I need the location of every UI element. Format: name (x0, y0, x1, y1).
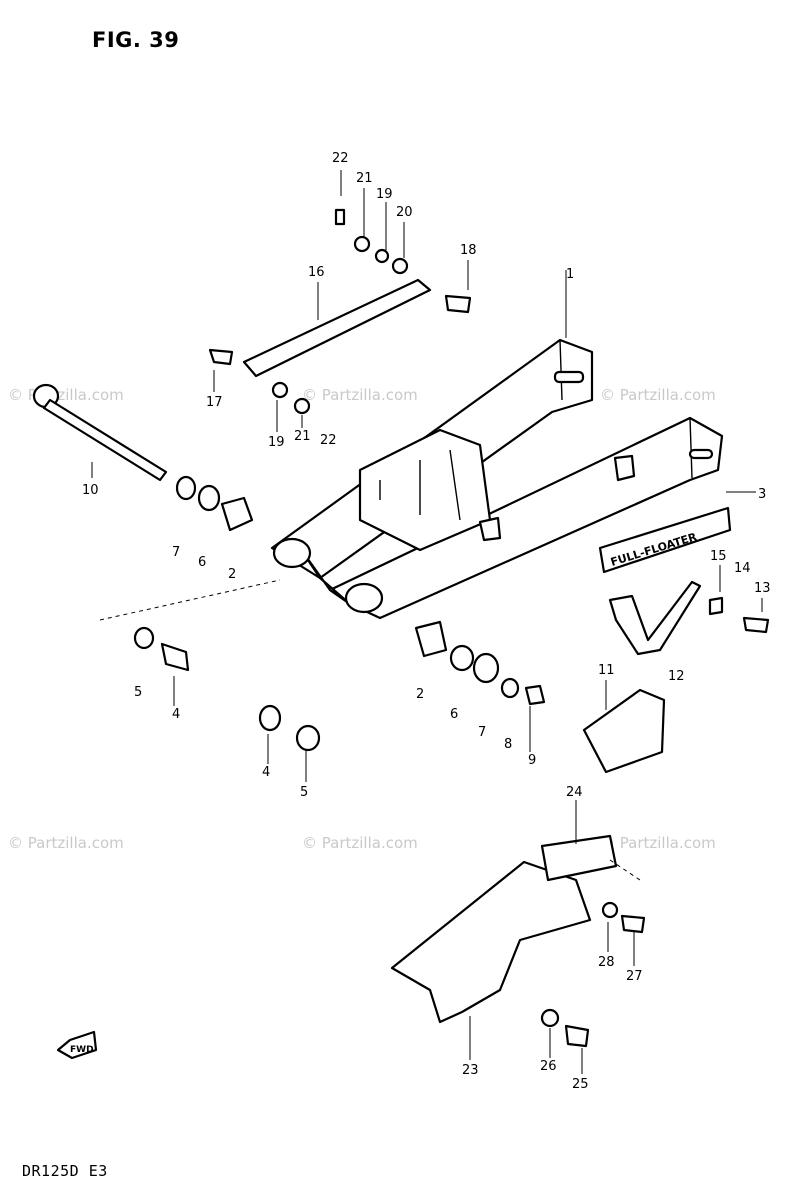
callout-label: 26 (540, 1059, 557, 1074)
callout-label: 21 (294, 429, 311, 444)
callout-label: 22 (320, 433, 337, 448)
callout-label: 23 (462, 1063, 479, 1078)
callout-label: 15 (710, 549, 727, 564)
watermark-text: © Partzilla.com (302, 834, 418, 852)
model-code: DR125D E3 (22, 1162, 108, 1180)
chain-guide (582, 580, 770, 774)
callout-label: 16 (308, 265, 325, 280)
leader-lines (91, 170, 763, 1074)
callout-label: 17 (206, 395, 223, 410)
callout-label: 11 (598, 663, 615, 678)
watermark-text: © Partzilla.com (600, 386, 716, 404)
axle (32, 383, 168, 482)
callout-label: 19 (268, 435, 285, 450)
callout-label: 28 (598, 955, 615, 970)
callout-label: 12 (668, 669, 685, 684)
swingarm (270, 338, 724, 620)
callout-label: 3 (758, 487, 766, 502)
torque-link (208, 208, 472, 415)
callout-label: 1 (566, 267, 574, 282)
watermark-text: © Partzilla.com (302, 386, 418, 404)
callout-label: 27 (626, 969, 643, 984)
callout-label: 8 (504, 737, 512, 752)
callout-label: 24 (566, 785, 583, 800)
callout-label: 2 (416, 687, 424, 702)
callout-label: 4 (262, 765, 270, 780)
callout-label: 13 (754, 581, 771, 596)
figure-label: FIG. 39 (92, 28, 180, 52)
pivot-parts-left (133, 475, 321, 752)
callout-label: 25 (572, 1077, 589, 1092)
callout-label: 21 (356, 171, 373, 186)
watermark-text: © Partzilla.com (8, 386, 124, 404)
callout-label: 6 (450, 707, 458, 722)
pivot-parts-right (414, 620, 546, 706)
front-arrow: FWD (56, 1030, 98, 1060)
callout-label: 19 (376, 187, 393, 202)
chain-case (390, 834, 646, 1048)
callout-label: 14 (734, 561, 751, 576)
callout-label: 6 (198, 555, 206, 570)
watermark-text: © Partzilla.com (8, 834, 124, 852)
callout-label: 2 (228, 567, 236, 582)
callout-label: 7 (478, 725, 486, 740)
callout-label: 9 (528, 753, 536, 768)
callout-labels: 1 2 2 3 4 4 5 5 6 6 7 7 8 9 10 11 12 13 … (82, 151, 771, 1092)
callout-label: 18 (460, 243, 477, 258)
front-arrow-label: FWD (70, 1045, 94, 1055)
callout-label: 10 (82, 483, 99, 498)
watermark-text: © Partzilla.com (600, 834, 716, 852)
callout-label: 7 (172, 545, 180, 560)
callout-label: 5 (300, 785, 308, 800)
callout-label: 5 (134, 685, 142, 700)
callout-label: 4 (172, 707, 180, 722)
callout-label: 20 (396, 205, 413, 220)
callout-label: 22 (332, 151, 349, 166)
